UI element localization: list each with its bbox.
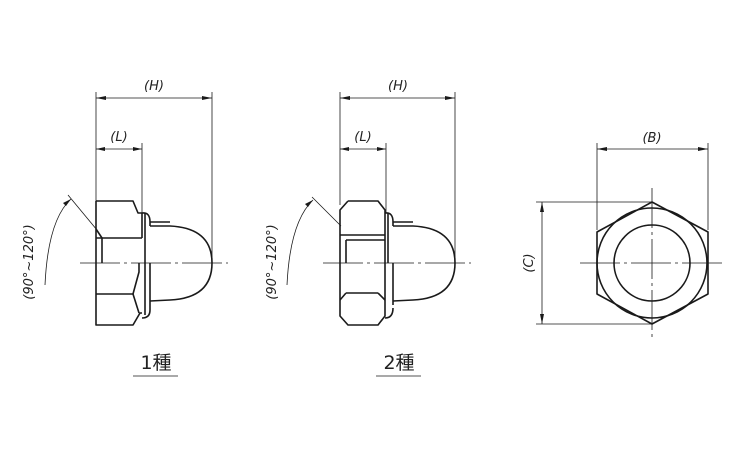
caption-type1: 1種: [140, 352, 171, 374]
angle-label: (90°~120°): [265, 224, 280, 299]
dim-c-label: (C): [522, 253, 537, 272]
angle-label: (90°~120°): [22, 224, 37, 299]
dim-l-label: (L): [354, 130, 371, 145]
dim-h-label: (H): [144, 79, 164, 94]
dim-h-label: (H): [388, 79, 408, 94]
dim-b-label: (B): [642, 131, 661, 146]
view-type2: (H) (L) (90°~120°) 2種: [265, 79, 471, 377]
view-end: (B) (C): [522, 131, 725, 338]
view-type1: (H) (L) (90°~120°) 1種: [22, 79, 228, 377]
dim-l-label: (L): [110, 130, 127, 145]
caption-type2: 2種: [383, 352, 414, 374]
